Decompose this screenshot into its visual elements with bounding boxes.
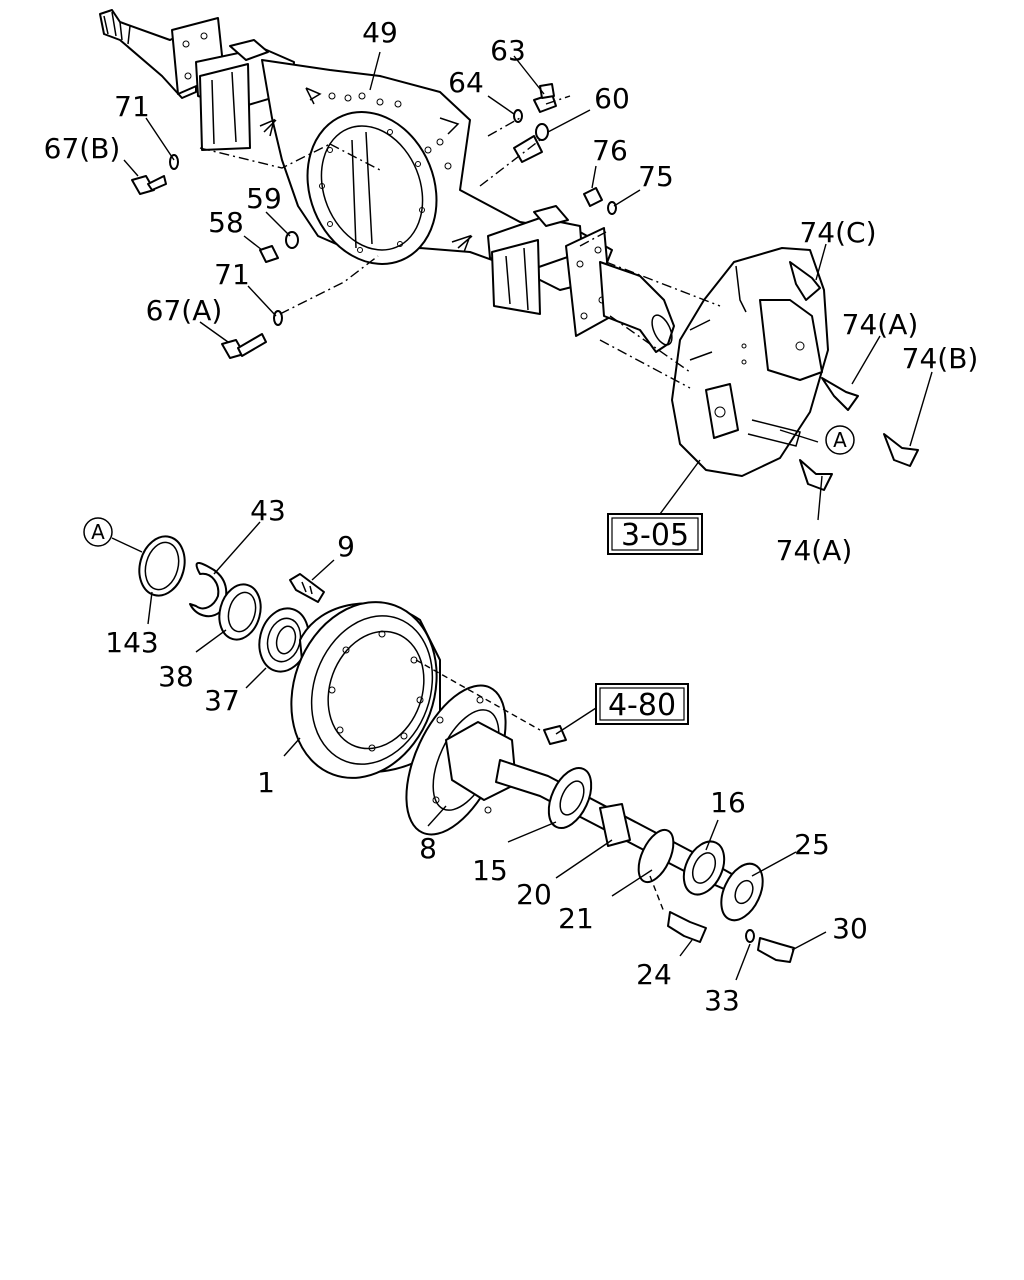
assembly-lines [199,95,721,913]
marker-a-lower: A [83,517,113,547]
stud-9 [289,573,325,603]
washer-71-bottom [273,310,283,326]
callout-63: 63 [490,34,526,67]
callout-16: 16 [710,786,746,819]
bearing-15 [547,767,593,829]
callout-60: 60 [594,82,630,115]
nut-76 [583,187,603,207]
svg-text:A: A [833,428,847,452]
callout-21: 21 [558,902,594,935]
seal-16 [682,840,726,896]
seal-38 [218,583,262,641]
callout-33: 33 [704,984,740,1017]
bolt-67b [131,175,167,195]
callout-67b: 67(B) [44,132,121,165]
axle-housing [99,9,675,353]
callout-37: 37 [204,684,240,717]
leader-lines [111,51,933,981]
oring-64 [513,109,523,123]
callout-74c: 74(C) [799,216,876,249]
callout-71-bottom: 71 [214,258,250,291]
callout-74a-1: 74(A) [842,308,919,341]
callout-58: 58 [208,206,244,239]
oring-59 [285,231,299,249]
ref-label-hub: 4-80 [608,688,676,723]
bolt-24 [667,911,707,943]
callout-25: 25 [794,828,830,861]
callout-49: 49 [362,16,398,49]
callout-30: 30 [832,912,868,945]
bolt-30 [757,937,795,963]
brake-backing-plate [671,247,829,477]
plug-58 [259,245,279,263]
ref-box-brake: 3-05 [607,513,703,555]
brake-drum-1 [290,601,441,779]
bolt-74a-upper [821,377,859,411]
callout-74b: 74(B) [902,342,979,375]
nut-hub [543,725,567,745]
callout-43: 43 [250,494,286,527]
callout-24: 24 [636,958,672,991]
callout-8: 8 [419,832,437,865]
ref-box-hub: 4-80 [595,683,689,725]
callout-1: 1 [257,766,275,799]
callout-143: 143 [105,626,158,659]
snap-ring-43 [189,562,228,618]
callout-59: 59 [246,182,282,215]
callout-20: 20 [516,878,552,911]
callout-74a-2: 74(A) [776,534,853,567]
bolt-74b [883,433,919,467]
ref-label-brake: 3-05 [621,518,689,553]
svg-text:A: A [91,520,105,544]
retainer-20 [599,803,631,847]
ring-143 [138,535,186,597]
callout-64: 64 [448,66,484,99]
gasket-21 [637,828,675,884]
bolt-67a [221,333,267,359]
callout-15: 15 [472,854,508,887]
callout-71-top: 71 [114,90,150,123]
plug-63 [533,83,557,113]
washer-33 [745,929,755,943]
callout-38: 38 [158,660,194,693]
flange-25 [720,862,764,922]
marker-a-upper: A [825,425,855,455]
callout-67a: 67(A) [146,294,223,327]
washer-75 [607,201,617,215]
bolt-74c [789,261,821,301]
washer-71-top [169,154,179,170]
callout-75: 75 [638,160,674,193]
bolt-74a-lower [799,459,833,491]
callout-76: 76 [592,134,628,167]
callout-9: 9 [337,530,355,563]
